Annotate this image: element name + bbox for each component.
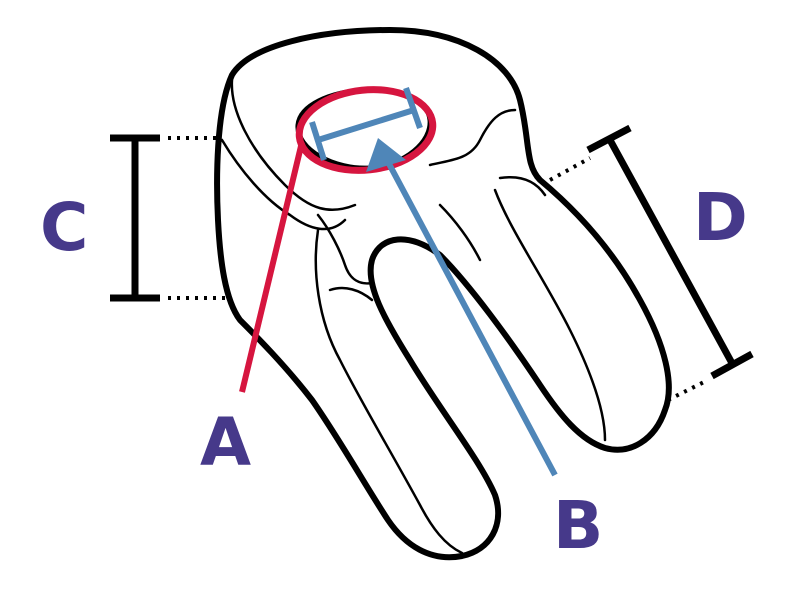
dimension-c xyxy=(110,134,230,302)
eye-top-ridge xyxy=(230,78,357,212)
right-leg-top xyxy=(498,176,547,197)
dimension-d xyxy=(549,124,754,402)
right-leg-side xyxy=(493,188,607,442)
callout-b xyxy=(309,87,558,477)
eye-inner-right xyxy=(428,108,517,167)
label-c: C xyxy=(40,189,88,266)
leader-a xyxy=(239,141,305,393)
diameter-b-cap-left xyxy=(309,121,327,161)
label-b: B xyxy=(553,487,603,564)
dim-d-leader-bottom xyxy=(667,378,709,402)
right-leg-inner xyxy=(438,203,482,262)
left-leg-top xyxy=(316,213,374,285)
left-leg-side xyxy=(314,228,464,555)
arrowhead-b xyxy=(366,138,406,172)
diameter-b xyxy=(317,107,415,143)
dim-d-cap-top xyxy=(586,124,632,154)
left-leg-ridge xyxy=(328,286,374,302)
leader-b xyxy=(384,158,558,477)
dim-d-cap-bottom xyxy=(710,350,754,380)
diameter-b-cap-right xyxy=(403,87,423,129)
part-body xyxy=(214,27,672,561)
dim-d-leader-top xyxy=(549,156,591,182)
dim-d-bar xyxy=(606,138,737,367)
label-d: D xyxy=(693,179,748,256)
label-a: A xyxy=(200,404,251,481)
part-outline xyxy=(214,27,672,561)
